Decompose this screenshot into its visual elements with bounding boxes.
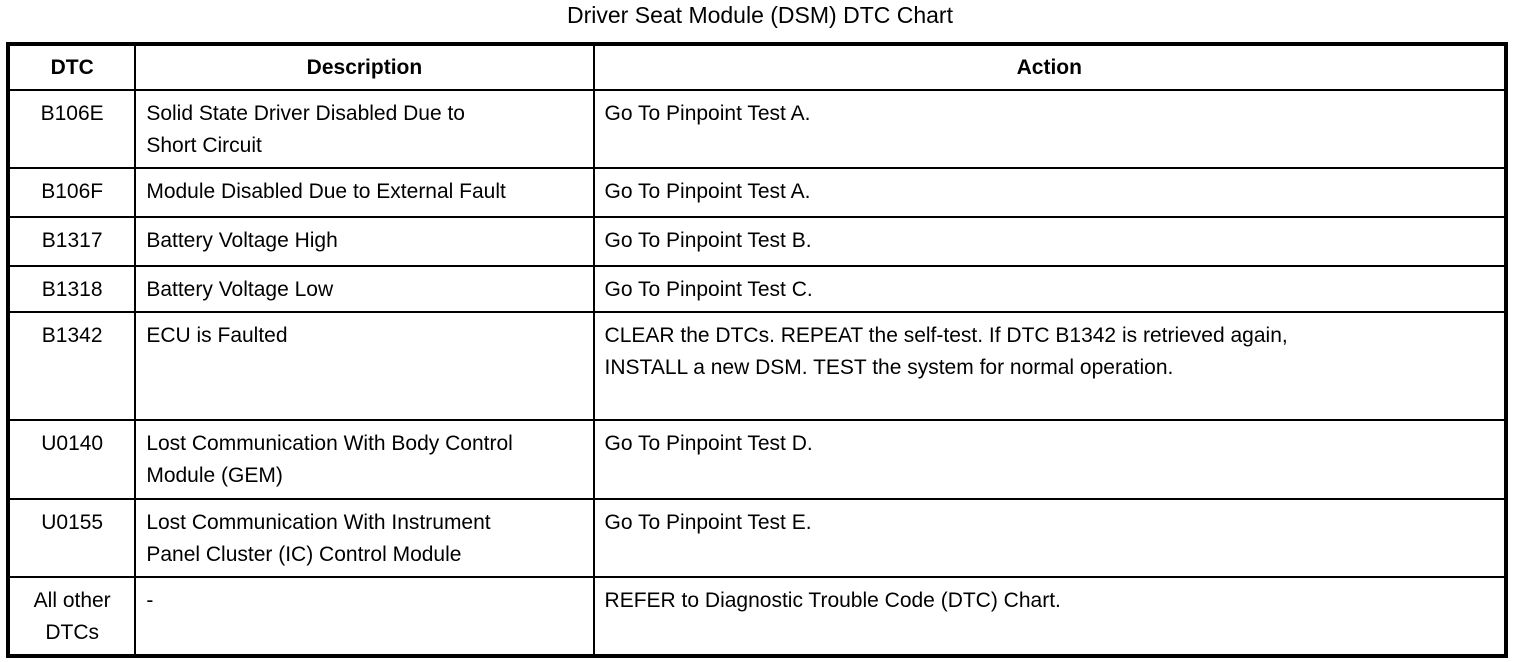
description-cell: Lost Communication With Body Control Mod… — [134, 419, 595, 500]
action-cell: Go To Pinpoint Test D. — [592, 419, 1508, 500]
table-row: All other DTCs - REFER to Diagnostic Tro… — [6, 576, 1508, 657]
column-header-action: Action — [592, 43, 1508, 91]
dtc-cell: B1318 — [6, 265, 137, 313]
dtc-cell: All other DTCs — [6, 576, 137, 657]
chart-title: Driver Seat Module (DSM) DTC Chart — [567, 2, 953, 28]
action-cell: Go To Pinpoint Test E. — [592, 498, 1508, 578]
description-cell: ECU is Faulted — [134, 311, 595, 421]
description-cell: Battery Voltage High — [134, 216, 595, 267]
description-cell: Solid State Driver Disabled Due to Short… — [134, 89, 595, 169]
table-row: B1318 Battery Voltage Low Go To Pinpoint… — [6, 265, 1508, 313]
table-body: B106E Solid State Driver Disabled Due to… — [6, 89, 1508, 657]
table-row: U0140 Lost Communication With Body Contr… — [6, 419, 1508, 500]
dtc-cell: U0155 — [6, 498, 137, 578]
dtc-cell: B1317 — [6, 216, 137, 267]
dtc-chart-table: DTC Description Action B106E Solid State… — [6, 42, 1508, 658]
dtc-cell: U0140 — [6, 419, 137, 500]
dtc-cell: B106F — [6, 167, 137, 218]
column-header-dtc: DTC — [6, 43, 137, 91]
action-cell: Go To Pinpoint Test A. — [592, 167, 1508, 218]
dtc-cell: B106E — [6, 89, 137, 169]
column-header-description: Description — [134, 43, 595, 91]
action-cell: CLEAR the DTCs. REPEAT the self-test. If… — [592, 311, 1508, 421]
action-cell: Go To Pinpoint Test C. — [592, 265, 1508, 313]
action-cell: REFER to Diagnostic Trouble Code (DTC) C… — [592, 576, 1508, 657]
dtc-cell: B1342 — [6, 311, 137, 421]
table-header: DTC Description Action — [6, 43, 1508, 91]
action-cell: Go To Pinpoint Test B. — [592, 216, 1508, 267]
table-row: B1317 Battery Voltage High Go To Pinpoin… — [6, 216, 1508, 267]
description-cell: Lost Communication With Instrument Panel… — [134, 498, 595, 578]
table-row: B106E Solid State Driver Disabled Due to… — [6, 89, 1508, 169]
description-cell: Battery Voltage Low — [134, 265, 595, 313]
description-cell: Module Disabled Due to External Fault — [134, 167, 595, 218]
table-row: U0155 Lost Communication With Instrument… — [6, 498, 1508, 578]
table-row: B1342 ECU is Faulted CLEAR the DTCs. REP… — [6, 311, 1508, 421]
description-cell: - — [134, 576, 595, 657]
header-row: DTC Description Action — [6, 43, 1508, 91]
action-cell: Go To Pinpoint Test A. — [592, 89, 1508, 169]
table-row: B106F Module Disabled Due to External Fa… — [6, 167, 1508, 218]
